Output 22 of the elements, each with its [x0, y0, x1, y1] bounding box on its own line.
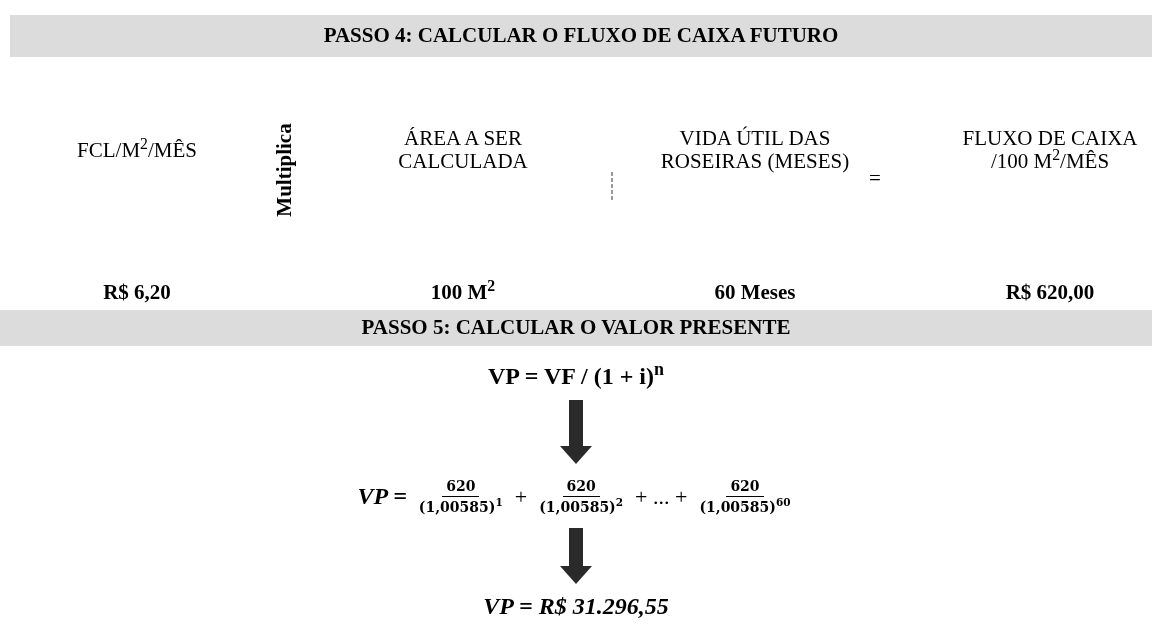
value-label: R$ 620,00 — [1004, 280, 1096, 304]
column-heading: FLUXO DE CAIXA /100 M$^{2}$/MÊS — [961, 127, 1139, 173]
fraction: 620 (1,00585)$^{60}$ — [698, 475, 792, 517]
column-heading: ÁREA A SER CALCULADA — [397, 127, 529, 173]
step-header-band: PASSO 5: CALCULAR O VALOR PRESENTE — [0, 310, 1152, 346]
column-heading: FCL/M$^{2}$/MÊS — [76, 138, 198, 162]
fraction: 620 (1,00585)$^{2}$ — [538, 475, 625, 517]
value-label: 100 M$^{2}$ — [429, 280, 497, 304]
down-arrow — [560, 528, 592, 584]
formula-term: + ... + — [635, 482, 688, 511]
formula-term: + — [514, 482, 528, 511]
step-header-band: PASSO 4: CALCULAR O FLUXO DE CAIXA FUTURO — [10, 15, 1152, 57]
formula-term: VP = — [357, 482, 407, 511]
value-label: R$ 6,20 — [102, 280, 172, 304]
value-label: 60 Meses — [713, 280, 797, 304]
formula: VP = VF / (1 + i)$^{n}$ — [426, 356, 726, 396]
formula: VP = R$ 31.296,55 — [426, 588, 726, 624]
equals-sign: = — [868, 166, 882, 190]
fraction: 620 (1,00585)$^{1}$ — [417, 475, 504, 517]
operation-label: Multiplica — [271, 123, 298, 217]
column-heading: VIDA ÚTIL DAS ROSEIRAS (MESES) — [660, 127, 850, 173]
down-arrow — [560, 400, 592, 464]
